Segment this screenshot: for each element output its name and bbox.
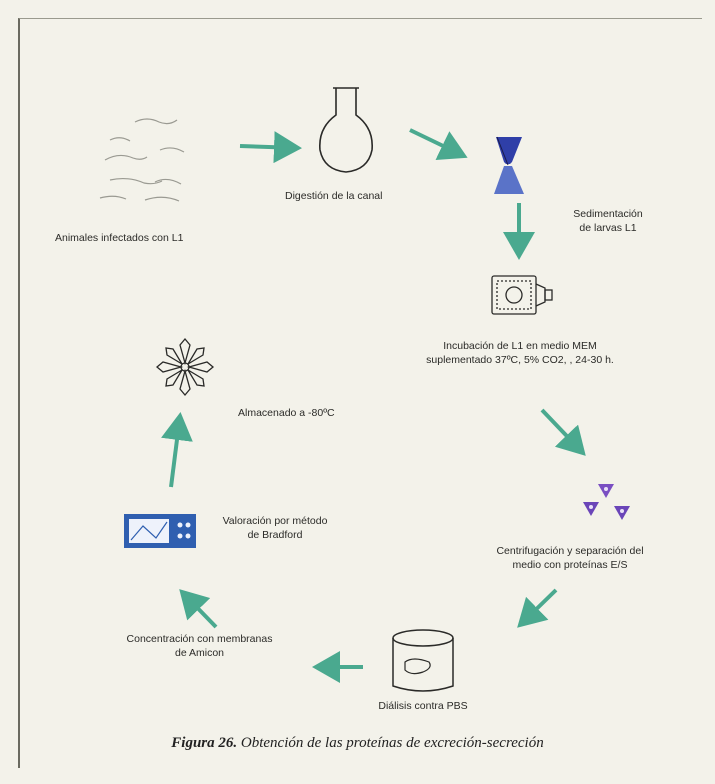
- step-label-digestion: Digestión de la canal: [285, 190, 383, 202]
- dialysis-beaker-icon: [392, 629, 454, 692]
- flask-icon: [319, 87, 373, 173]
- step-label-concentration: Concentración con membranas de Amicon: [112, 633, 287, 660]
- flow-arrows: [161, 128, 586, 683]
- arrow-8-9: [161, 412, 193, 488]
- arrow-7-8: [179, 589, 218, 629]
- sedimentation-funnel-icon: [494, 136, 524, 194]
- step-label-storage: Almacenado a -80ºC: [238, 407, 335, 419]
- figure-caption: Figura 26. Obtención de las proteínas de…: [0, 735, 715, 752]
- step-label-bradford-line2: de Bradford: [247, 528, 303, 541]
- step-label-infected-animals: Animales infectados con L1: [55, 232, 184, 244]
- step-label-bradford: Valoración por método de Bradford: [210, 515, 340, 542]
- step-label-incubation-line2: suplementado 37ºC, 5% CO2, , 24-30 h.: [426, 353, 614, 366]
- arrow-2-3: [409, 128, 468, 161]
- centrifuge-tubes-icon: [583, 484, 630, 520]
- step-label-sedimentation: Sedimentación de larvas L1: [548, 208, 668, 235]
- freezer-snowflake-icon: [155, 337, 215, 397]
- step-label-bradford-line1: Valoración por método: [222, 515, 328, 527]
- culture-flask-icon: [491, 275, 553, 315]
- spectrophotometer-icon: [124, 514, 196, 548]
- arrow-1-2: [239, 131, 302, 164]
- figure-frame: [18, 18, 702, 768]
- step-label-dialysis: Diálisis contra PBS: [378, 700, 468, 712]
- arrow-4-5: [540, 408, 586, 456]
- step-label-incubation-line1: Incubación de L1 en medio MEM: [443, 340, 597, 352]
- step-label-sedimentation-line1: Sedimentación: [573, 208, 643, 220]
- step-label-concentration-line2: de Amicon: [174, 646, 225, 659]
- step-label-centrifugation: Centrifugación y separación del medio co…: [465, 545, 675, 572]
- figure-caption-prefix: Figura 26.: [171, 735, 238, 751]
- step-label-concentration-line1: Concentración con membranas: [126, 633, 273, 645]
- arrow-5-6: [517, 588, 558, 628]
- figure-caption-text: Obtención de las proteínas de excreción-…: [237, 735, 544, 751]
- step-label-sedimentation-line2: de larvas L1: [579, 221, 637, 234]
- step-label-centrifugation-line2: medio con proteínas E/S: [512, 558, 628, 571]
- step-label-incubation: Incubación de L1 en medio MEM suplementa…: [405, 340, 635, 367]
- step-label-centrifugation-line1: Centrifugación y separación del: [496, 545, 644, 557]
- infected-larvae-icon: [99, 118, 185, 202]
